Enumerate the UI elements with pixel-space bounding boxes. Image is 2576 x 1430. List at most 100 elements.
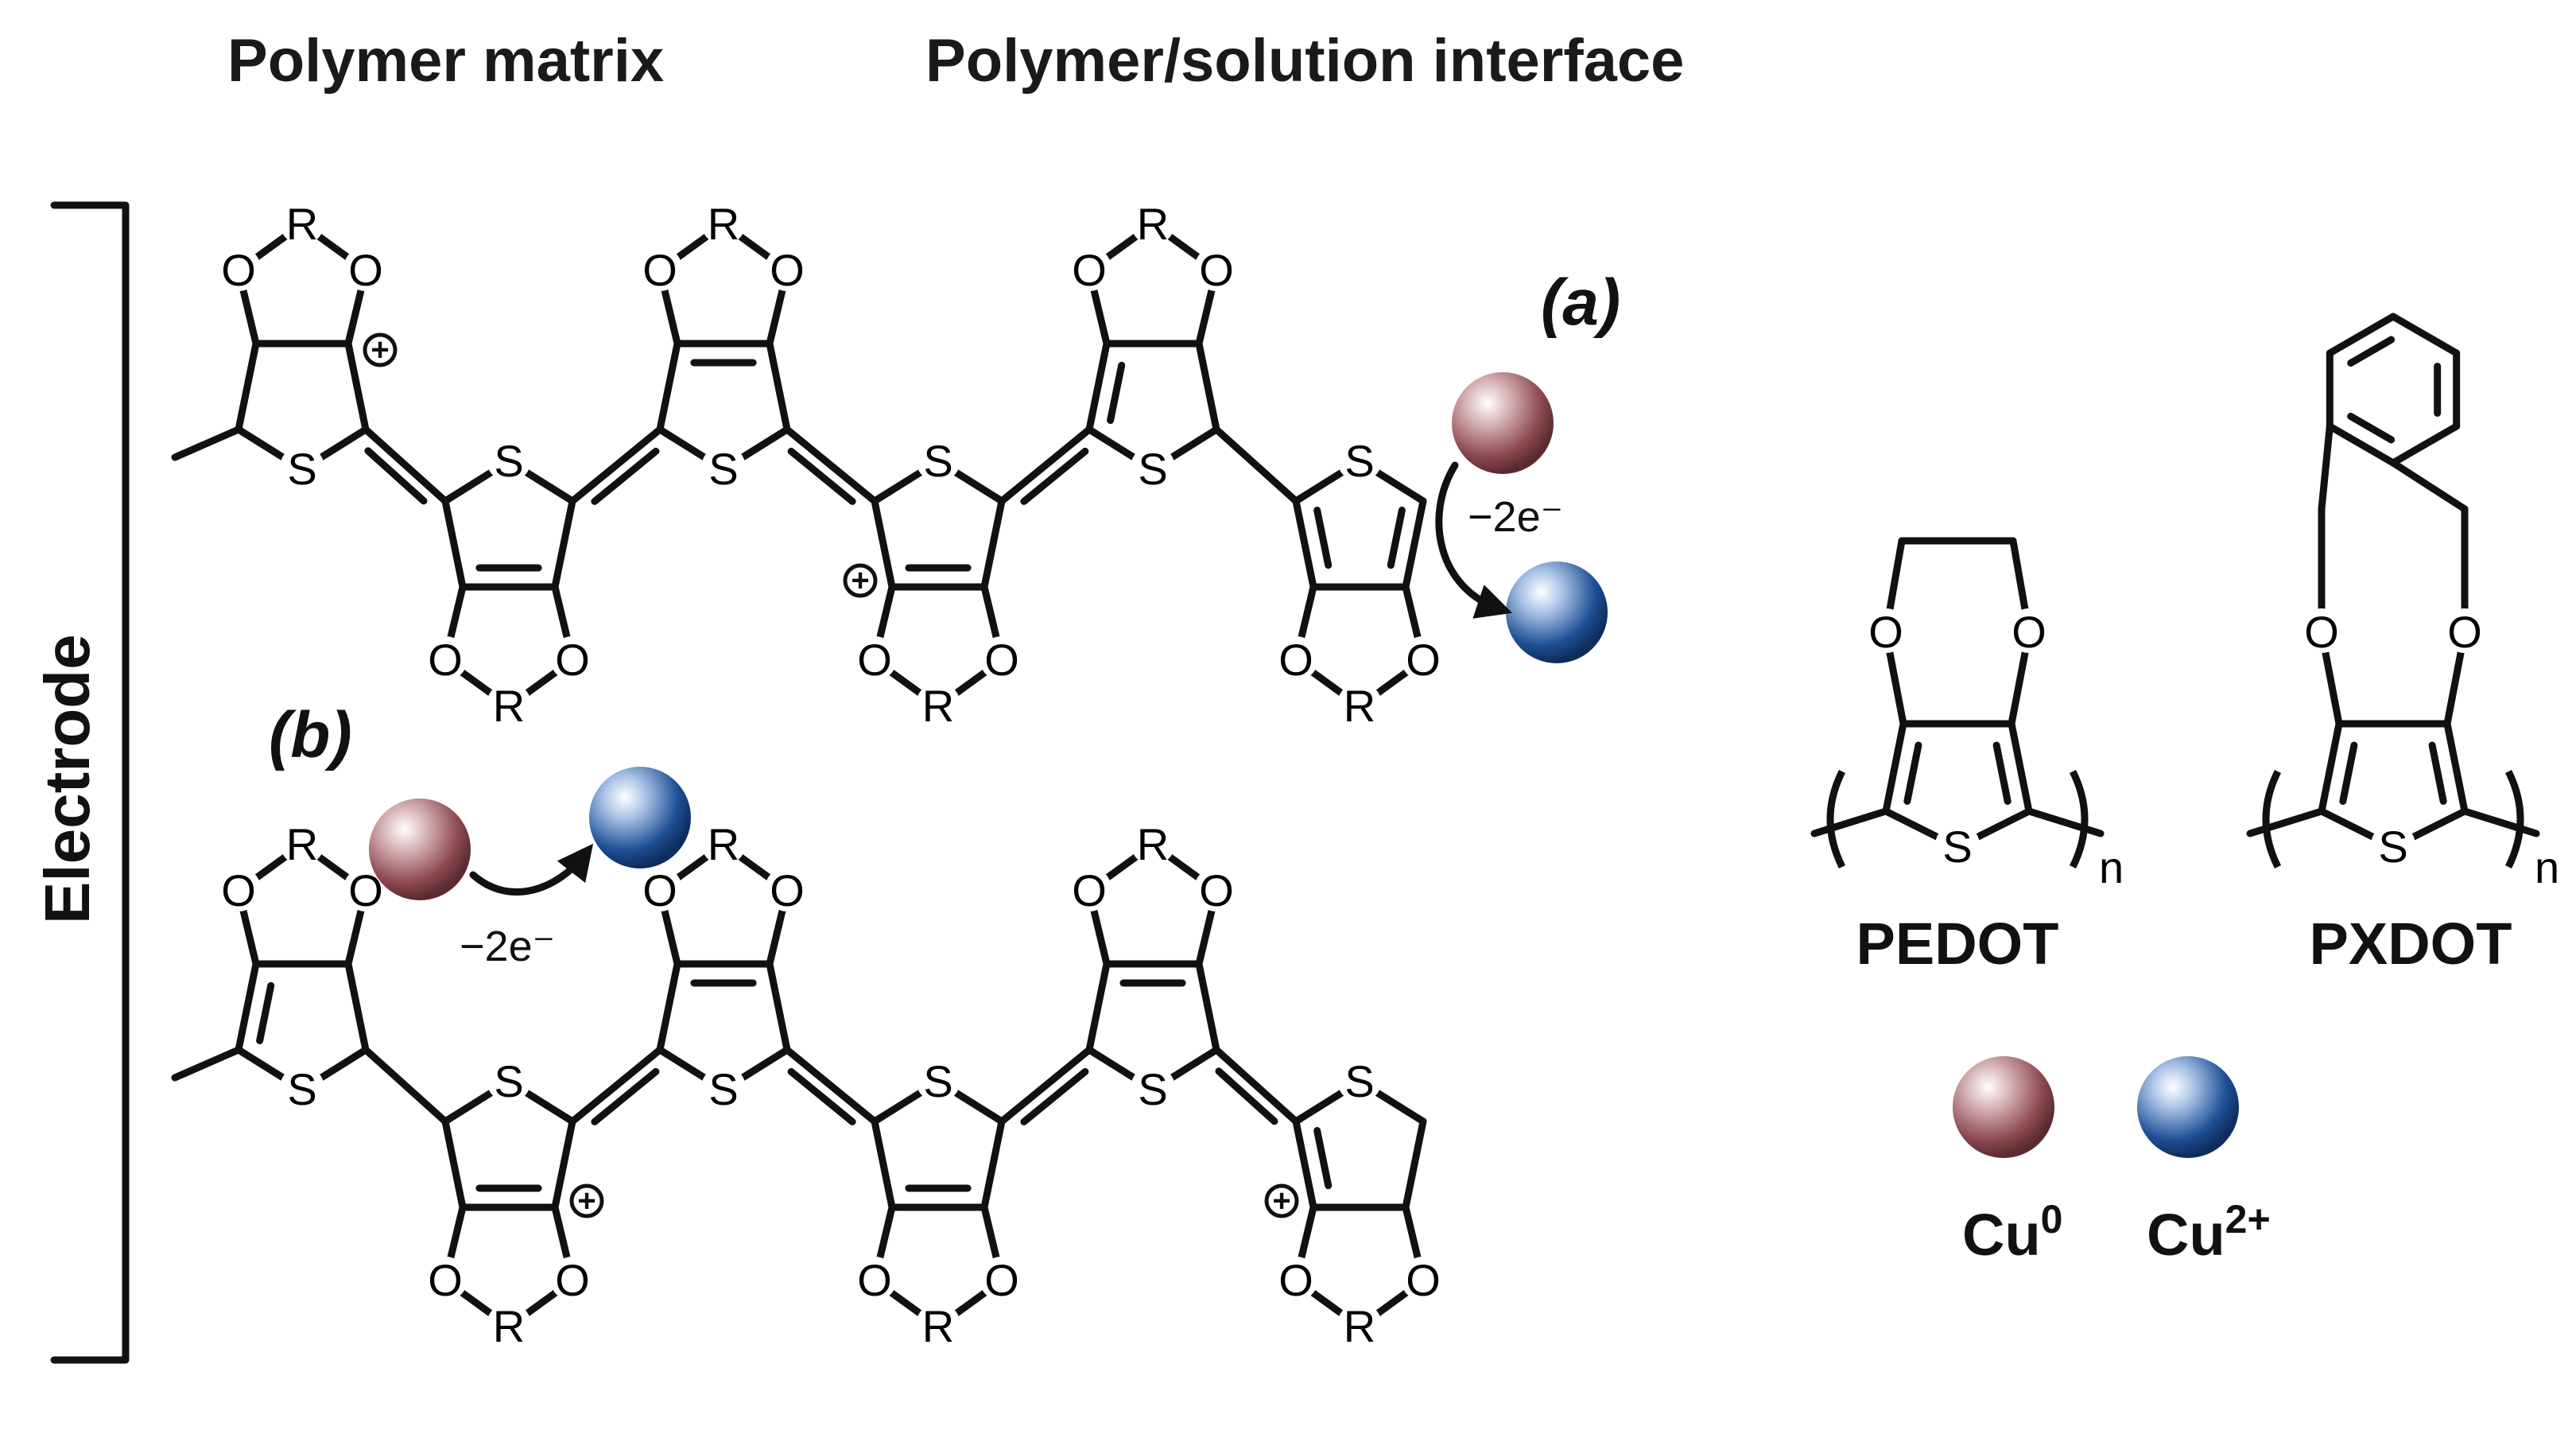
oxygen-atom: O	[2012, 607, 2046, 657]
electrons-label-b: −2e⁻	[460, 923, 555, 970]
inter-ring-bond	[362, 426, 449, 505]
thiophene-double-bond	[2428, 741, 2447, 805]
r-group: R	[286, 199, 318, 249]
sulfur-atom: S	[1138, 1064, 1167, 1114]
oxygen-atom-mask	[423, 1257, 467, 1301]
benzene-bond	[2389, 422, 2461, 467]
thiophene-bond	[656, 960, 681, 1054]
benzene-bond	[2326, 422, 2397, 467]
thiophene-bond	[551, 497, 576, 591]
r-group-mask	[487, 1303, 531, 1347]
r-group: R	[493, 681, 525, 731]
sulfur-atom: S	[708, 444, 738, 494]
header-polymer-matrix: Polymer matrix	[227, 27, 664, 95]
electrons-label-a: −2e⁻	[1468, 493, 1563, 541]
r-group-mask	[1337, 682, 1382, 727]
benzene-double-bond	[2347, 412, 2396, 444]
oxygen-atom-mask	[638, 867, 682, 911]
thiophene-double-bond	[256, 981, 275, 1044]
oxygen-atom: O	[642, 865, 677, 915]
sulfur-atom-mask	[280, 445, 324, 490]
oxygen-atom: O	[1072, 245, 1107, 295]
r-group-mask	[916, 682, 960, 727]
positive-charge-sign: +	[1272, 1183, 1290, 1218]
pedot-label: PEDOT	[1856, 911, 2059, 977]
oxygen-atom: O	[2447, 607, 2482, 657]
inter-ring-bond	[998, 1046, 1093, 1125]
inter-ring-bond	[568, 1046, 664, 1125]
oxygen-atom: O	[221, 245, 256, 295]
r-group: R	[1137, 819, 1169, 869]
sulfur-atom-mask	[701, 445, 746, 490]
oxygen-atom-mask	[1194, 247, 1239, 291]
sulfur-atom: S	[494, 436, 523, 486]
sulfur-atom: S	[1138, 444, 1167, 494]
oxygen-atom: O	[348, 245, 383, 295]
thiophene-double-bond	[1387, 507, 1406, 569]
polymer-bond	[1810, 807, 1890, 837]
thiophene-bond	[766, 340, 791, 433]
chain-end-bond	[171, 426, 242, 461]
inter-ring-double-bond	[787, 447, 856, 505]
oxygen-atom: O	[1199, 865, 1234, 915]
thiophene-bond	[2443, 720, 2469, 815]
oxygen-atom-mask	[1067, 867, 1111, 911]
thiophene-bond	[1402, 1117, 1427, 1211]
thiophene-double-bond	[1313, 1127, 1333, 1190]
oxygen-atom-mask	[980, 1257, 1024, 1301]
inter-ring-bond	[1212, 426, 1300, 505]
oxygen-atom-mask	[1274, 1257, 1318, 1301]
r-group: R	[922, 681, 954, 731]
inter-ring-double-bond	[1215, 1067, 1278, 1125]
thiophene-bond	[1882, 720, 1907, 815]
inter-ring-bond	[998, 426, 1093, 505]
benzene-bond	[2326, 313, 2397, 357]
oxygen-atom: O	[1199, 245, 1234, 295]
r-group-mask	[487, 682, 531, 727]
header-polymer-solution-interface: Polymer/solution interface	[925, 27, 1684, 95]
sulfur-atom-mask	[280, 1066, 324, 1110]
r-group: R	[708, 199, 739, 249]
thiophene-bond	[980, 497, 1006, 591]
r-group-mask	[916, 1303, 960, 1347]
oxygen-atom: O	[1278, 1255, 1313, 1305]
thiophene-double-bond	[1313, 507, 1333, 569]
thiophene-bond	[344, 340, 370, 433]
thiophene-bond	[1292, 1117, 1317, 1211]
oxygen-atom: O	[984, 635, 1019, 685]
sulfur-atom: S	[2378, 822, 2407, 872]
legend-cu0-sphere	[1953, 1056, 2054, 1158]
repeat-unit-n: n	[2099, 842, 2124, 892]
oxidation-arrow-b	[469, 843, 594, 896]
oxygen-atom-mask	[765, 247, 809, 291]
oxygen-atom-mask	[638, 247, 682, 291]
positive-charge-circle	[363, 332, 398, 367]
oxygen-atom: O	[770, 865, 805, 915]
thiophene-bond	[871, 1117, 896, 1211]
thiophene-double-bond	[1107, 361, 1126, 424]
oxygen-atom-mask	[1401, 636, 1445, 681]
sulfur-atom-mask	[916, 437, 960, 482]
oxygen-atom-mask	[2442, 608, 2487, 653]
inter-ring-double-bond	[364, 447, 428, 505]
oxygen-atom: O	[555, 1255, 590, 1305]
oxygen-atom: O	[221, 865, 256, 915]
oxygen-atom: O	[1278, 635, 1313, 685]
r-group: R	[493, 1301, 525, 1351]
sulfur-atom-mask	[2371, 823, 2415, 868]
sulfur-atom-mask	[1935, 823, 1980, 868]
sulfur-atom: S	[494, 1056, 523, 1106]
inter-ring-bond	[568, 426, 664, 505]
oxygen-atom: O	[1406, 635, 1441, 685]
thiophene-bond	[441, 1117, 467, 1211]
thiophene-bond	[1195, 340, 1220, 433]
thiophene-bond	[551, 1117, 576, 1211]
oxygen-atom: O	[770, 245, 805, 295]
oxidation-arrow-a	[1435, 461, 1513, 619]
sulfur-atom-mask	[916, 1058, 960, 1102]
oxygen-atom-mask	[1067, 247, 1111, 291]
